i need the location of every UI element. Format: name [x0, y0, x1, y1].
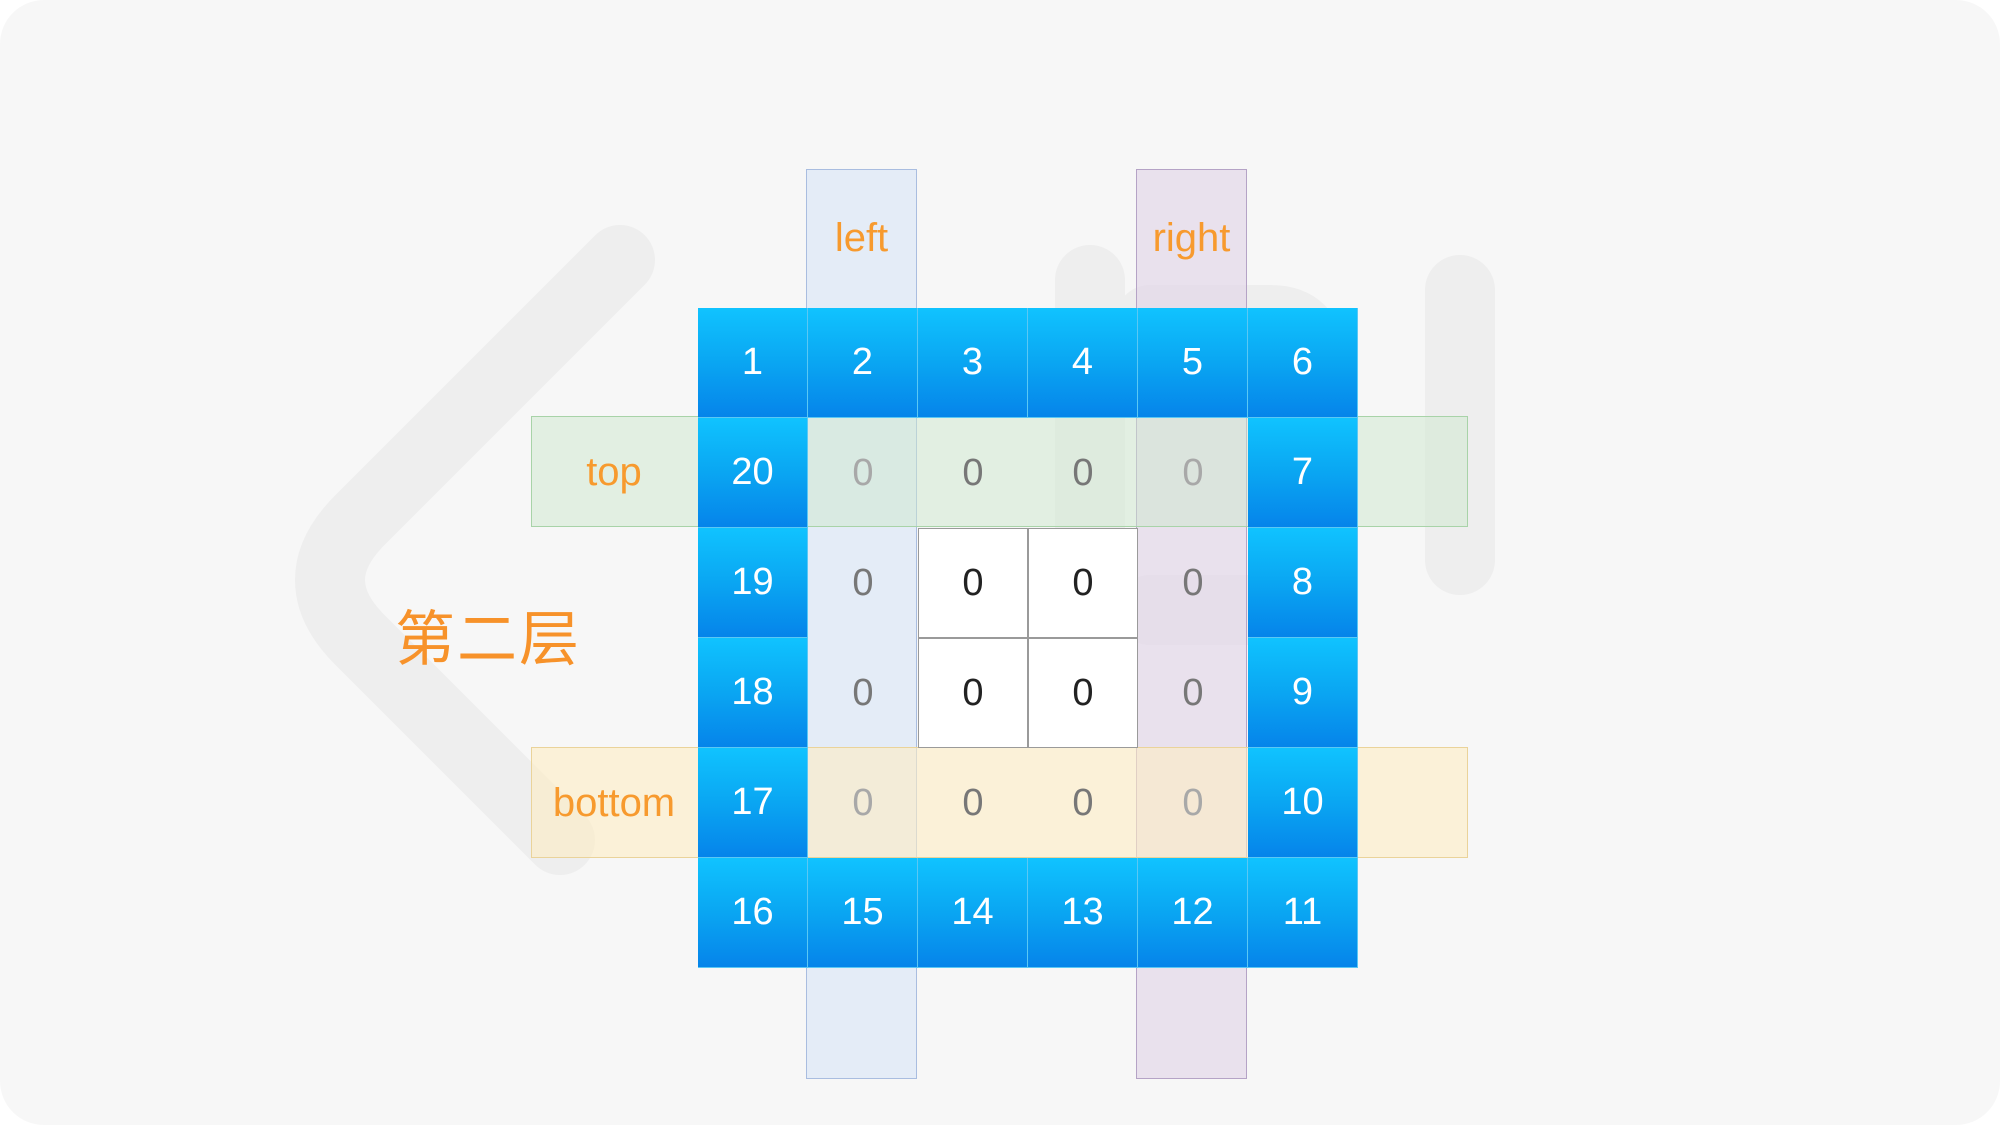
matrix-cell: 0 — [1072, 781, 1094, 824]
matrix-cell: 0 — [1182, 671, 1204, 714]
matrix-cell: 1 — [698, 308, 808, 418]
matrix-cell: 15 — [808, 858, 918, 968]
matrix-cell: 12 — [1138, 858, 1248, 968]
matrix-cell: 0 — [962, 451, 984, 494]
matrix-cell: 2 — [808, 308, 918, 418]
matrix-cell: 9 — [1248, 638, 1358, 748]
matrix-cell: 5 — [1138, 308, 1248, 418]
matrix-cell: 3 — [918, 308, 1028, 418]
matrix-cell: 0 — [1182, 451, 1204, 494]
matrix-cell: 0 — [1072, 451, 1094, 494]
matrix-cell: 8 — [1248, 528, 1358, 638]
matrix-cell: 0 — [852, 561, 874, 604]
matrix-cell: 10 — [1248, 748, 1358, 858]
matrix-cell: 13 — [1028, 858, 1138, 968]
matrix-cell: 0 — [1182, 561, 1204, 604]
matrix-cell: 19 — [698, 528, 808, 638]
spiral-matrix: 1 2 3 4 5 6 20 0 0 0 0 7 19 0 0 0 0 8 18… — [698, 308, 1358, 968]
matrix-cell: 0 — [1028, 528, 1138, 638]
matrix-cell: 0 — [1028, 638, 1138, 748]
matrix-cell: 0 — [852, 781, 874, 824]
matrix-cell: 17 — [698, 748, 808, 858]
matrix-cell: 11 — [1248, 858, 1358, 968]
matrix-cell: 7 — [1248, 418, 1358, 528]
top-label: top — [586, 450, 642, 494]
matrix-cell: 18 — [698, 638, 808, 748]
matrix-cell: 4 — [1028, 308, 1138, 418]
matrix-cell: 0 — [1182, 781, 1204, 824]
matrix-cell: 0 — [918, 528, 1028, 638]
matrix-cell: 0 — [962, 781, 984, 824]
matrix-cell: 20 — [698, 418, 808, 528]
matrix-cell: 0 — [918, 638, 1028, 748]
left-label: left — [834, 216, 889, 260]
matrix-cell: 6 — [1248, 308, 1358, 418]
matrix-cell: 14 — [918, 858, 1028, 968]
matrix-cell: 0 — [852, 451, 874, 494]
bottom-label: bottom — [552, 781, 676, 825]
layer-title: 第二层 — [395, 605, 581, 675]
right-label: right — [1152, 216, 1231, 260]
matrix-cell: 16 — [698, 858, 808, 968]
matrix-cell: 0 — [852, 671, 874, 714]
